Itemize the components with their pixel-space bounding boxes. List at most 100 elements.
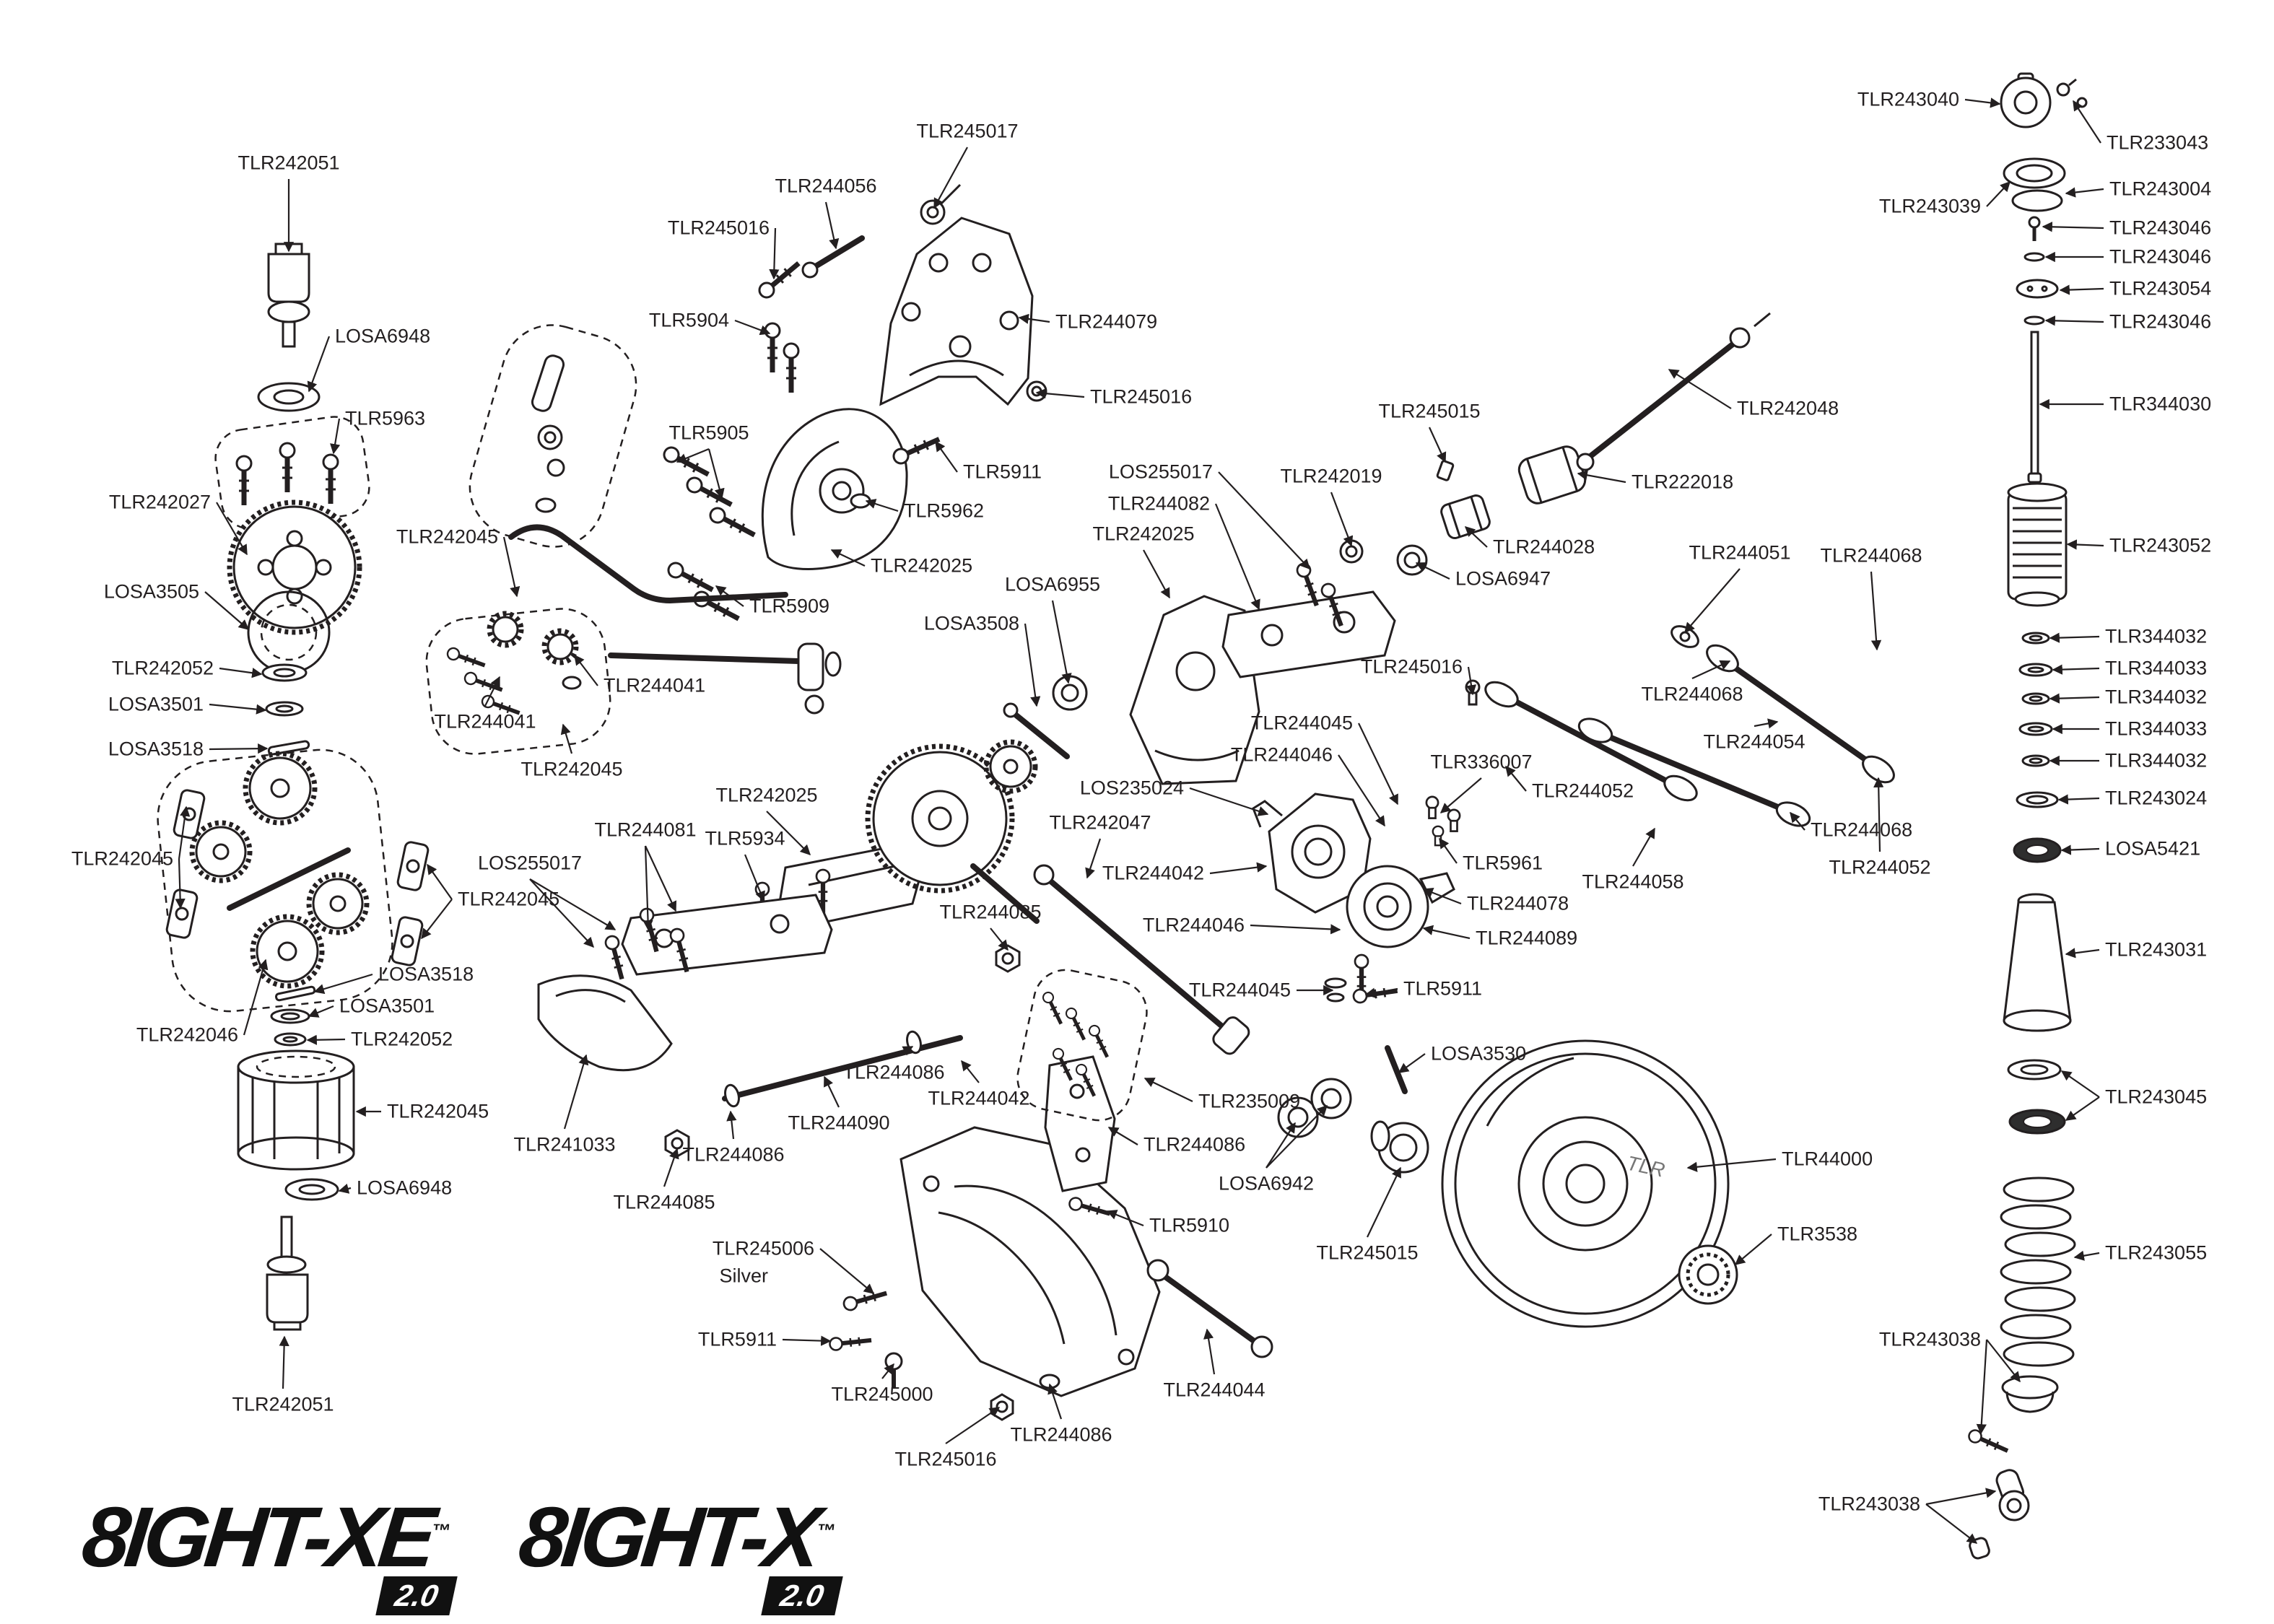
part-label: TLR245000 [831,1383,933,1405]
part-label: TLR344033 [2105,717,2208,740]
part-label: TLR344032 [2105,749,2208,772]
leader-line [945,1407,1001,1444]
leader-line [726,1110,737,1140]
part-label: TLR243038 [1818,1493,1920,1515]
part-label: TLR243046 [2109,217,2212,239]
leader-line [865,499,899,512]
leader-line [824,1075,840,1108]
part-label: TLR5963 [345,407,426,429]
part-label: TLR244045 [1188,979,1291,1001]
part-cvd-axle [1033,864,1250,1055]
part-drive-cup [1517,445,1587,505]
part-pin-and-shims [270,985,316,1047]
leader-line [529,878,594,948]
part-label: TLR245016 [894,1448,997,1470]
part-label: LOSA3505 [103,580,199,603]
leader-line [1873,777,1884,852]
part-set-screw [1436,460,1455,481]
leader-line [1422,887,1462,905]
part-wheel: TLR [1441,1039,1730,1328]
part-label: TLR244046 [1142,914,1245,936]
leader-line [2065,1096,2100,1121]
part-label: TLR244081 [594,818,697,841]
leader-line [1976,1339,1988,1435]
leader-line [782,1335,832,1346]
part-label: TLR242046 [136,1023,238,1046]
leader-line [2060,1070,2100,1098]
leader-line [961,1060,980,1083]
part-label: TLR3538 [1777,1223,1858,1245]
leader-line [1754,718,1779,729]
part-label: TLR244041 [434,710,536,733]
part-lower-suspension-arm [899,1126,1161,1397]
part-label: TLR244046 [1230,743,1333,766]
part-label: TLR5911 [697,1328,777,1350]
part-label: LOS235024 [1079,777,1184,799]
part-label: TLR242051 [232,1393,334,1415]
leader-line [1265,1104,1328,1169]
part-label: LOSA3508 [923,612,1019,634]
leader-line [642,845,653,931]
part-label: TLR244045 [1250,712,1353,734]
part-diff-cup [237,1049,355,1171]
leader-line [308,1005,334,1018]
leader-line [502,536,520,598]
part-label: TLR244051 [1689,541,1791,564]
part-label: LOSA6947 [1455,567,1551,590]
leader-line [2066,539,2104,550]
leader-line [1986,1339,2021,1383]
part-label: TLR344033 [2105,657,2208,679]
leader-line [2073,1250,2100,1261]
part-label: TLR244079 [1055,310,1158,333]
part-label: TLR242048 [1737,397,1839,419]
part-label: TLR243055 [2105,1241,2208,1264]
part-label: TLR244068 [1820,544,1922,567]
part-label: TLR243038 [1878,1328,1981,1350]
part-label: TLR244044 [1163,1379,1265,1401]
part-drive-washer [257,382,321,412]
part-label: TLR244028 [1493,536,1595,558]
logo-8ight-xe: 8IGHT-XE™ 2.0 [78,1488,458,1615]
leader-line [1790,811,1805,831]
part-label: TLR245016 [1360,655,1463,678]
part-label: TLR244086 [1010,1423,1112,1446]
part-dogbone [1146,1259,1273,1358]
part-shock-body [2007,482,2068,607]
leader-line [744,854,765,902]
part-label: TLR244082 [1107,492,1210,515]
part-label: TLR5911 [1403,977,1483,1000]
part-label: TLR245006 [712,1237,814,1260]
trademark-symbol: ™ [430,1519,452,1542]
leader-line [330,418,341,455]
leader-line [313,973,373,995]
leader-line [1018,313,1050,324]
part-shock-rod-end [1969,1469,2030,1560]
part-label: TLR244052 [1829,856,1931,878]
leader-line [715,585,744,607]
part-label: TLR243046 [2109,310,2212,333]
part-label: TLR5962 [904,499,985,522]
part-caster-block [1252,793,1372,914]
logo-8ight-x-text: 8IGHT-X™ [515,1490,837,1585]
leader-line [216,502,248,556]
leader-line [1668,369,1732,409]
leader-line [1358,722,1398,806]
part-label: TLR243045 [2105,1086,2208,1108]
part-label: TLR235009 [1198,1090,1301,1112]
part-label: TLR242019 [1280,465,1382,487]
leader-line [935,440,958,473]
part-label: TLR244078 [1467,892,1569,914]
part-arm-screw-set [1016,969,1148,1122]
leader-line [1464,526,1488,548]
leader-line [1218,471,1310,570]
part-cross-pin [267,740,310,756]
part-label: TLR244085 [613,1191,715,1213]
leader-line [204,591,250,630]
part-label: TLR5905 [668,422,749,444]
leader-line [990,927,1009,951]
leader-line [178,806,191,860]
leader-line [769,227,780,280]
leader-line [307,336,331,393]
part-rear-brace-plate [1044,1055,1116,1192]
part-front-outdrive [267,243,310,348]
